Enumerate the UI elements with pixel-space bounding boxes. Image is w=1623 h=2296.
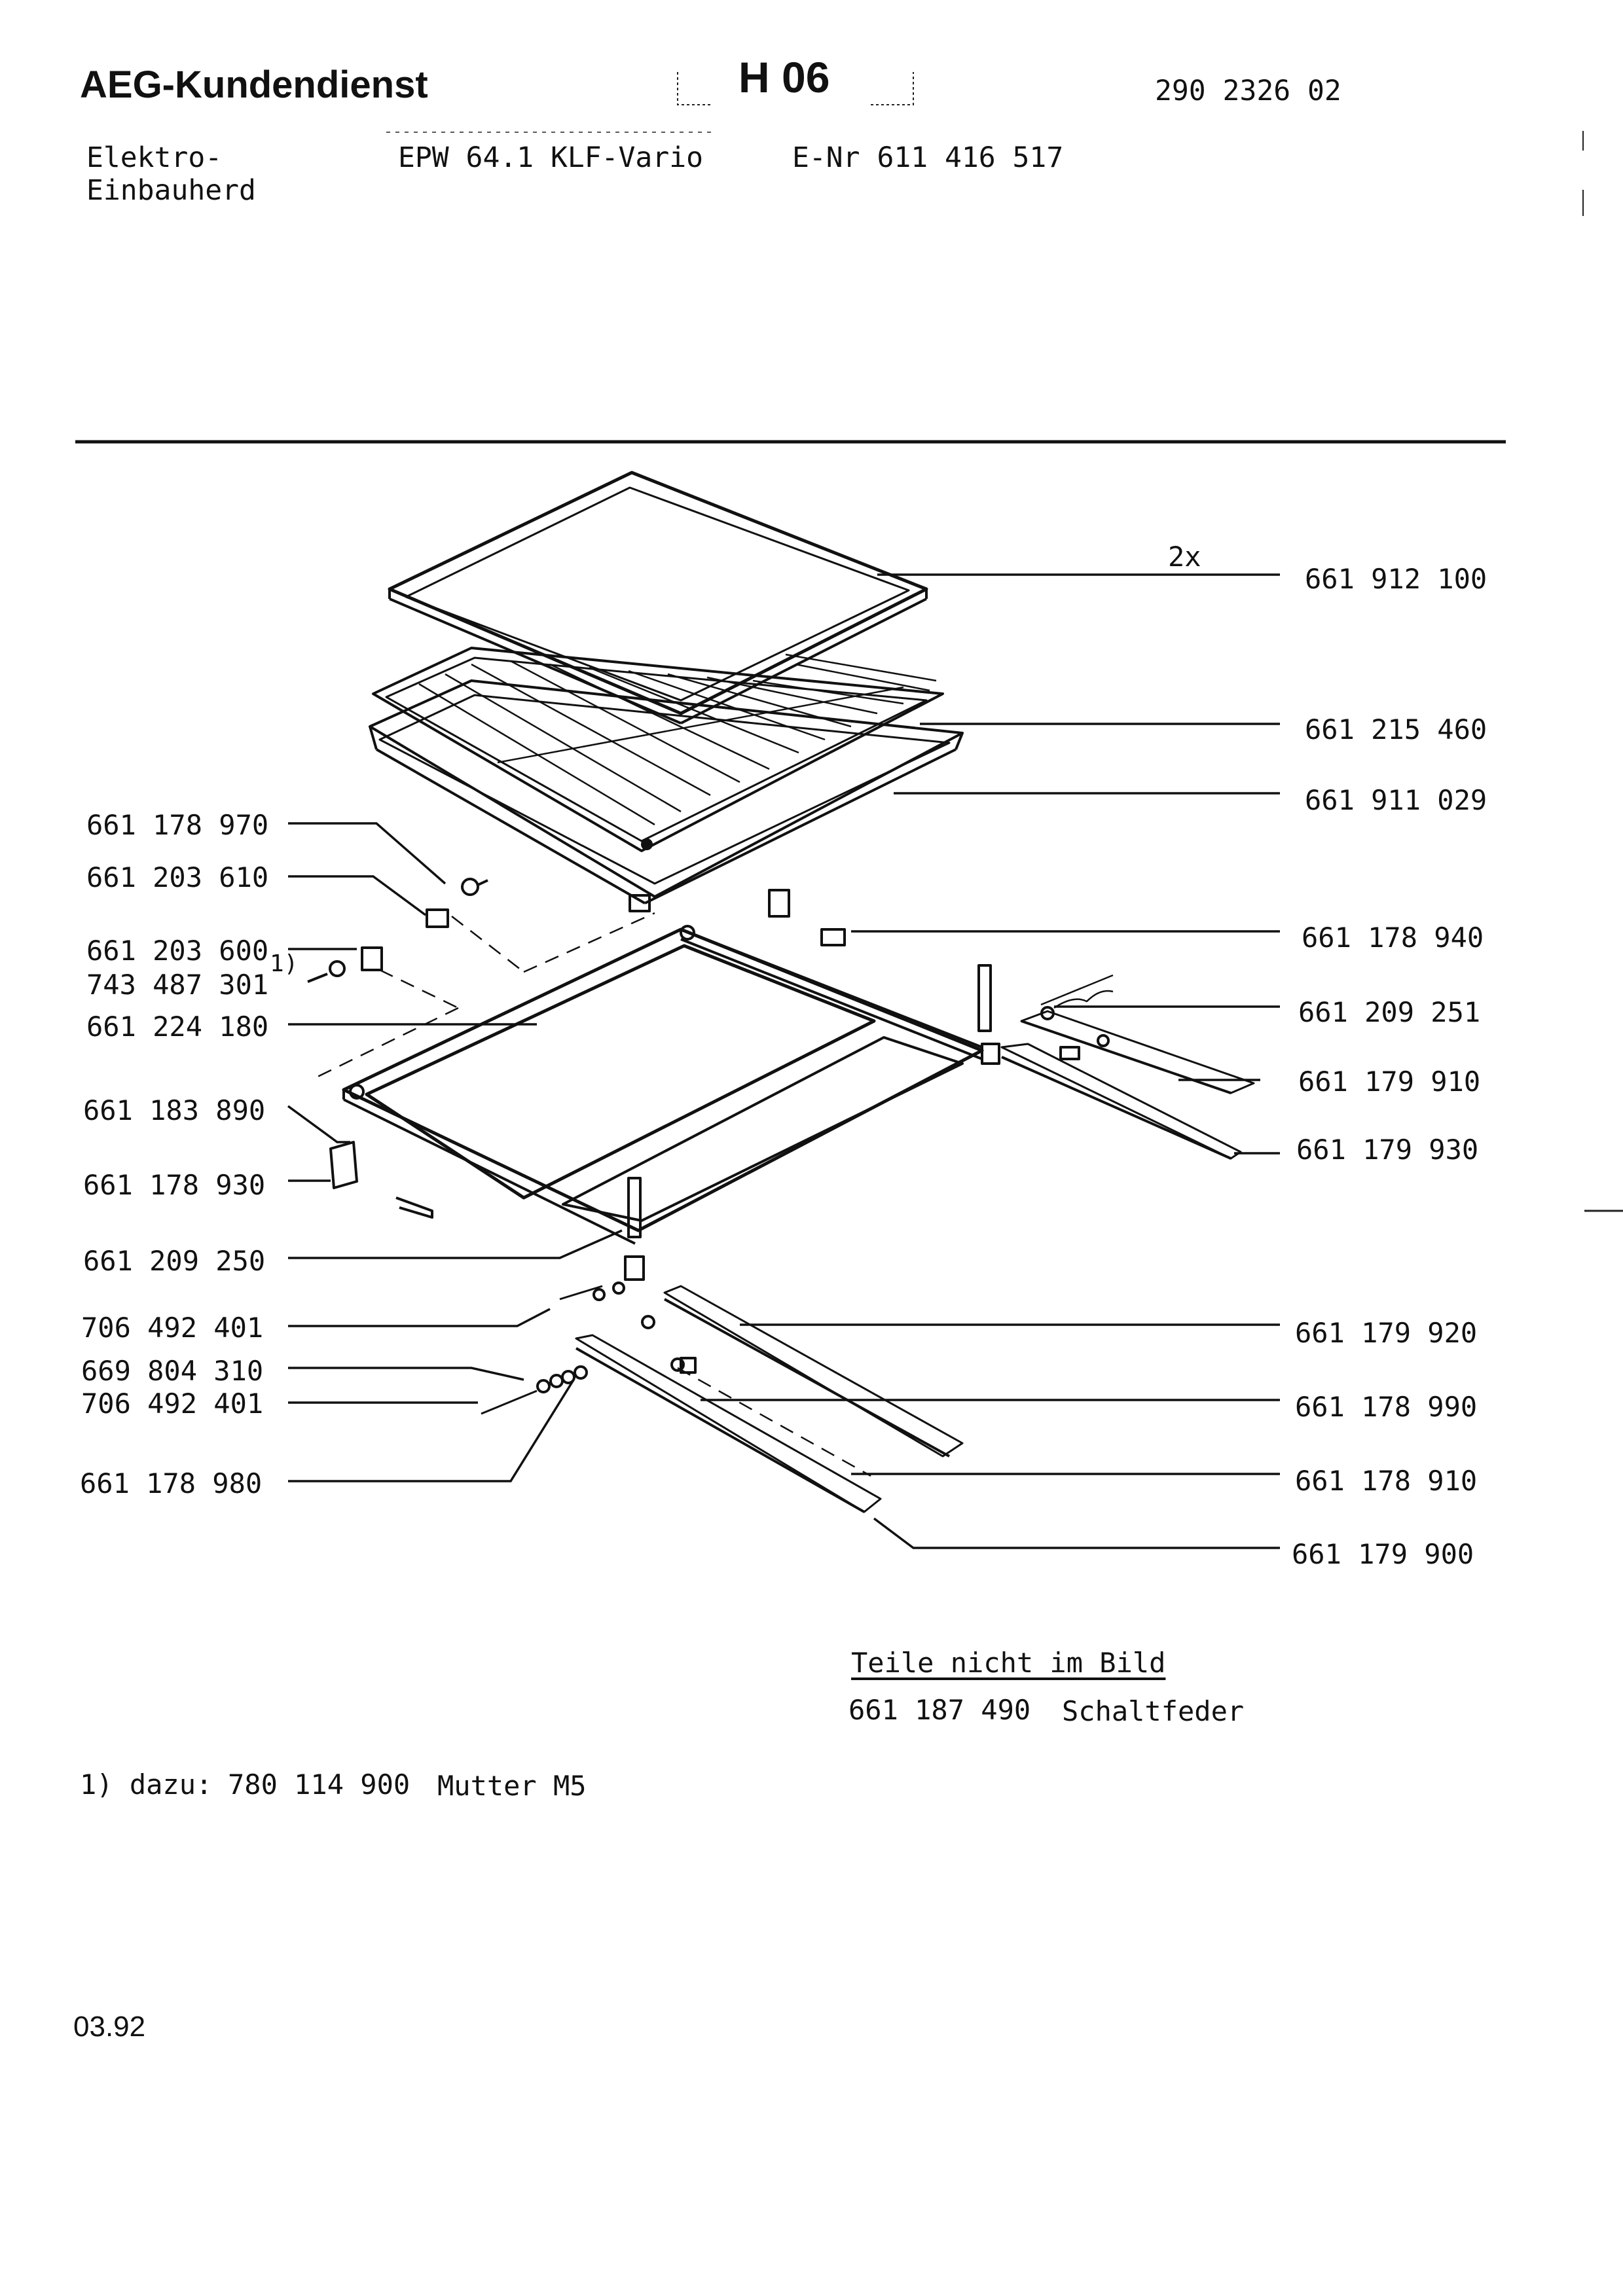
header-marks	[386, 72, 1623, 1211]
callout-left: 661 183 890	[83, 1094, 266, 1126]
callout-right: 661 179 920	[1295, 1317, 1478, 1349]
callout-left: 661 203 600	[86, 935, 269, 967]
callout-left: 661 178 980	[80, 1467, 263, 1499]
footnote-label: 1) dazu:	[80, 1768, 213, 1801]
callout-right: 661 911 029	[1305, 784, 1487, 816]
callout-left: 706 492 401	[81, 1312, 264, 1344]
parts-illustration	[308, 473, 1254, 1512]
callout-right: 661 179 910	[1298, 1066, 1481, 1098]
parts-not-shown-number: 661 187 490	[848, 1694, 1031, 1726]
callout-left: 669 804 310	[81, 1355, 264, 1387]
callout-right: 661 178 990	[1295, 1391, 1478, 1423]
callout-right: 661 178 940	[1302, 922, 1484, 954]
parts-not-shown-name: Schaltfeder	[1062, 1695, 1245, 1727]
callout-right: 661 178 910	[1295, 1465, 1478, 1497]
dashed-guides	[311, 913, 871, 1476]
leader-lines	[288, 575, 1280, 1548]
callout-right: 661 179 900	[1292, 1538, 1474, 1570]
parts-not-shown-title: Teile nicht im Bild	[851, 1647, 1166, 1679]
footnote-part-number: 780 114 900	[228, 1768, 410, 1801]
callout-left: 661 203 610	[86, 861, 269, 893]
footnote-part-name: Mutter M5	[437, 1770, 587, 1802]
quantity-note: 2x	[1168, 541, 1201, 573]
callout-right: 661 912 100	[1305, 563, 1487, 595]
product-category-line2: Einbauherd	[86, 174, 256, 207]
callout-left: 661 178 930	[83, 1169, 266, 1201]
callout-left: 743 487 301	[86, 969, 269, 1001]
callout-right: 661 179 930	[1296, 1134, 1479, 1166]
callout-left: 661 224 180	[86, 1011, 269, 1043]
callout-left: 661 209 250	[83, 1245, 266, 1277]
product-category-line1: Elektro-	[86, 141, 223, 174]
document-number: 290 2326 02	[1155, 75, 1341, 107]
product-e-number: E-Nr 611 416 517	[792, 141, 1064, 174]
product-model: EPW 64.1 KLF-Vario	[398, 141, 703, 174]
footnote-marker: 1)	[270, 950, 299, 977]
callout-left: 706 492 401	[81, 1388, 264, 1420]
brand-title: AEG-Kundendienst	[80, 63, 428, 106]
sheet-code: H 06	[739, 53, 830, 101]
revision-date: 03.92	[73, 2011, 146, 2043]
callout-left: 661 178 970	[86, 809, 269, 841]
callout-right: 661 215 460	[1305, 713, 1487, 745]
callout-right: 661 209 251	[1298, 996, 1481, 1028]
